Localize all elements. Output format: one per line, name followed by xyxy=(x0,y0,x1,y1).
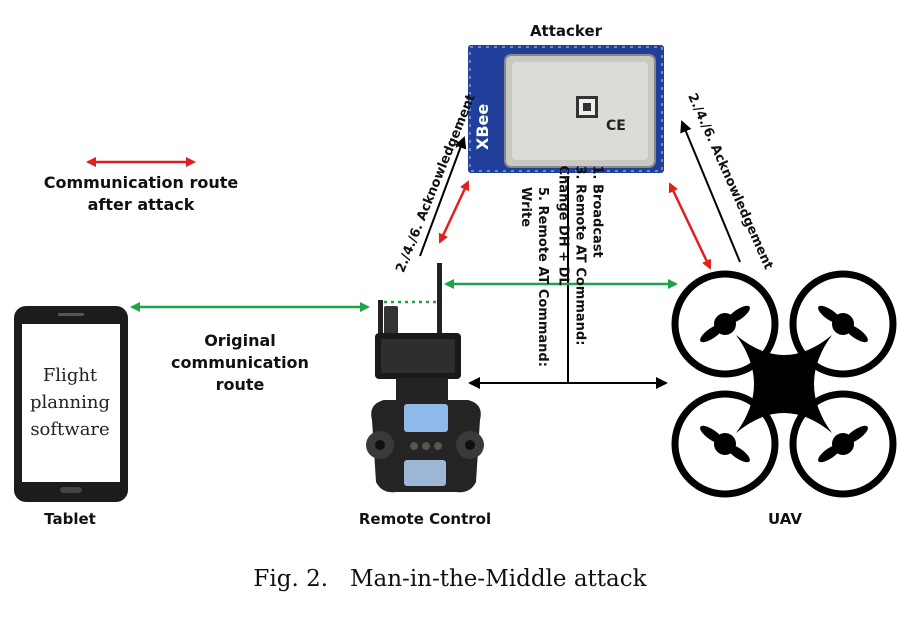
remote-control-label: Remote Control xyxy=(358,510,492,528)
remote-control-icon xyxy=(366,263,484,493)
attack-route-remote-attacker xyxy=(438,180,470,244)
cmd-3-line-2: Change DH + DL xyxy=(555,165,571,286)
command-labels: 1. Broadcast 3. Remote AT Command: Chang… xyxy=(555,166,606,358)
original-route-label: Original communication route xyxy=(150,330,330,396)
cmd-5-line-1: 5. Remote AT Command: xyxy=(535,187,550,367)
attacker-label: Attacker xyxy=(529,22,603,40)
uav-quadcopter-icon xyxy=(671,270,897,498)
caption-fig-number: Fig. 2. xyxy=(253,566,329,592)
cmd-3-line-1: 3. Remote AT Command: xyxy=(572,165,588,346)
figure-caption: Fig. 2. Man-in-the-Middle attack xyxy=(0,566,900,592)
attack-route-attacker-uav xyxy=(668,182,712,270)
legend-line-2: after attack xyxy=(87,195,195,214)
tablet-screen-text: Flight planning software xyxy=(22,362,118,443)
uav-label: UAV xyxy=(768,510,802,528)
cmd-5-line-2: Write xyxy=(518,187,533,228)
svg-text:CE: CE xyxy=(606,118,626,134)
caption-text: Man-in-the-Middle attack xyxy=(349,566,647,592)
original-route-line-1: Original xyxy=(204,331,276,350)
tablet-screen-line-1: Flight xyxy=(42,365,98,386)
legend-line-1: Communication route xyxy=(43,173,239,192)
tablet-label: Tablet xyxy=(44,510,96,528)
xbee-module-icon: CE XBee xyxy=(468,45,664,173)
tablet-screen-line-2: planning xyxy=(29,392,111,413)
original-route-line-3: route xyxy=(215,375,265,394)
ack-arrow-right xyxy=(680,120,741,263)
ack-arrow-left xyxy=(419,136,467,257)
legend-label: Communication route after attack xyxy=(30,172,252,216)
tablet-screen-line-3: software xyxy=(30,419,110,440)
cmd-1-line: 1. Broadcast xyxy=(589,165,605,258)
svg-text:XBee: XBee xyxy=(473,104,492,150)
original-route-line-2: communication xyxy=(171,353,309,372)
command-5-labels: 5. Remote AT Command: Write xyxy=(517,187,551,367)
tablet-icon xyxy=(14,306,128,502)
